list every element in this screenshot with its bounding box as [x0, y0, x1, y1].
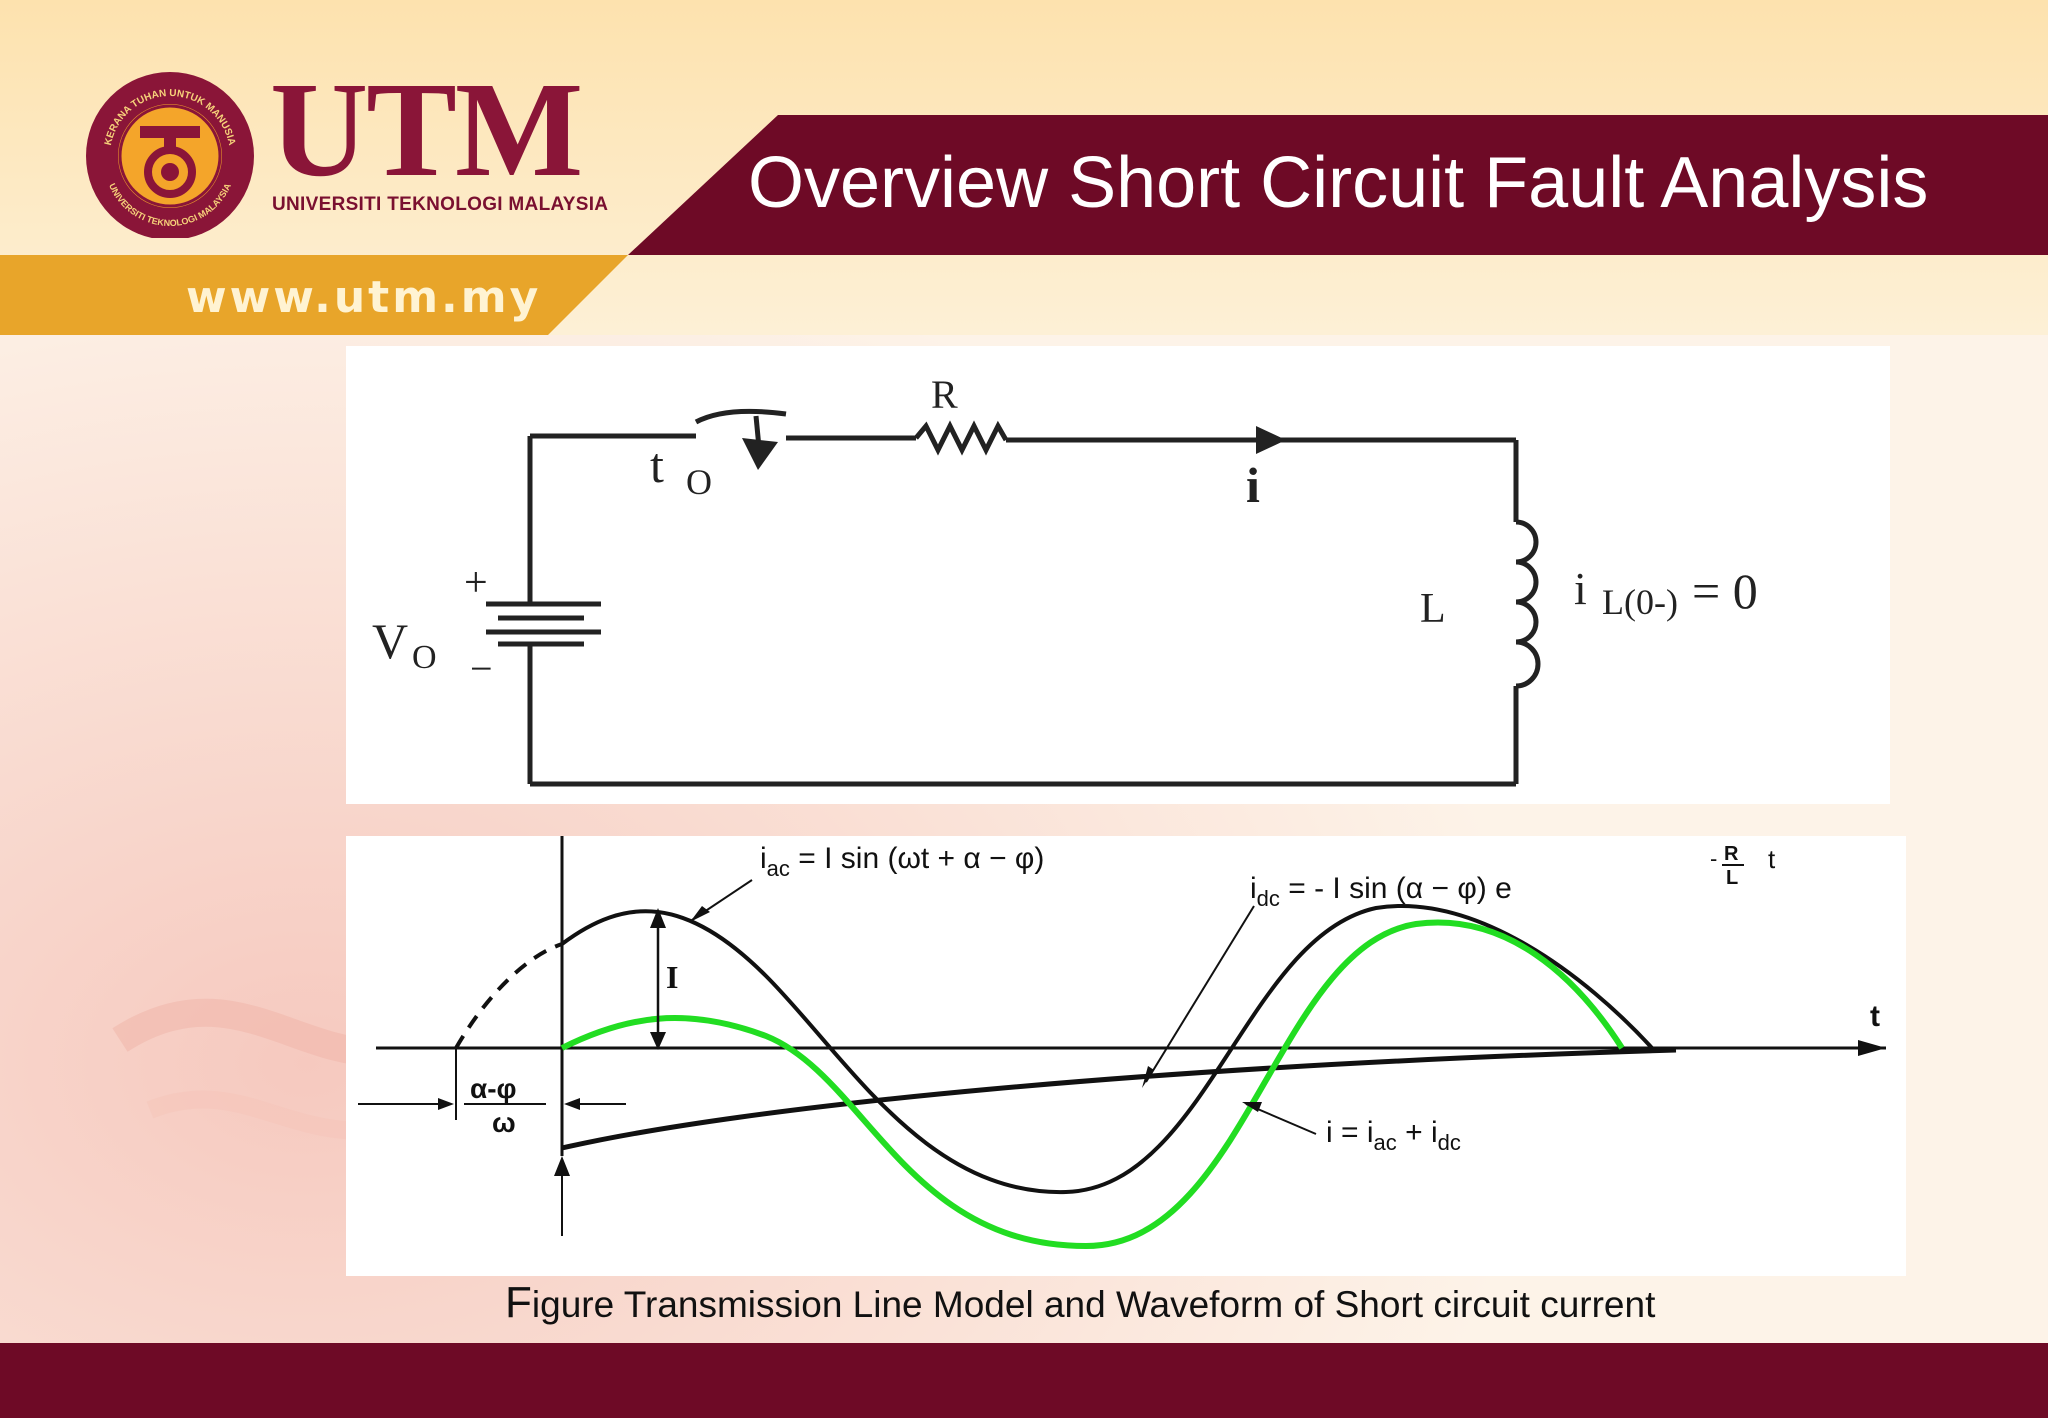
caption-initial: F [505, 1278, 532, 1327]
source-minus: − [470, 646, 493, 691]
time-axis-label: t [1870, 1000, 1880, 1033]
waveform-panel: iac = I sin (ωt + α − φ) idc = - I sin (… [346, 836, 1906, 1276]
iac-pointer-head [690, 906, 710, 922]
circuit-diagram-panel: R t O i + V O − L i L(0-) = 0 [346, 346, 1890, 804]
sum-pointer-head [1242, 1102, 1262, 1112]
source-label-sub: O [412, 639, 437, 676]
source-plus: + [464, 560, 488, 606]
idc-pointer [1145, 905, 1255, 1083]
idc-exponent-den: L [1726, 867, 1738, 889]
initial-current-eq: = 0 [1692, 563, 1758, 619]
phase-numerator: α-φ [470, 1073, 517, 1104]
initial-current-i: i [1574, 563, 1587, 614]
inductor [1515, 519, 1541, 689]
figure-caption: Figure Transmission Line Model and Wavef… [505, 1278, 1655, 1328]
iac-curve [560, 904, 1654, 1195]
utm-logo[interactable]: KERANA TUHAN UNTUK MANUSIA UNIVERSITI TE… [80, 62, 608, 238]
iac-dashed-prefault [454, 942, 563, 1049]
idc-exponent-num: R [1724, 843, 1739, 865]
resistor-label: R [931, 372, 958, 417]
utm-wordmark: UTM [270, 55, 583, 205]
time-axis-arrowhead [1858, 1040, 1886, 1056]
switch-label: t [650, 437, 664, 493]
gold-band [0, 255, 628, 335]
inductor-label: L [1420, 586, 1446, 632]
phase-denominator: ω [492, 1107, 516, 1138]
caption-text: igure Transmission Line Model and Wavefo… [531, 1284, 1656, 1325]
initial-current-sub: L(0-) [1602, 582, 1678, 622]
current-label: i [1246, 457, 1260, 513]
source-label: V [372, 613, 408, 669]
switch-arrowhead [742, 438, 778, 470]
iac-equation: iac = I sin (ωt + α − φ) [760, 842, 1044, 881]
amplitude-arrowhead-top [650, 908, 666, 928]
phase-arrowhead-right [564, 1098, 580, 1110]
total-current-curve [560, 919, 1625, 1250]
fault-instant-arrowhead [554, 1156, 570, 1176]
slide-title: Overview Short Circuit Fault Analysis [748, 143, 1929, 223]
utm-subtitle: UNIVERSITI TEKNOLOGI MALAYSIA [272, 194, 609, 215]
idc-equation: idc = - I sin (α − φ) e [1250, 872, 1512, 911]
idc-pointer-head [1142, 1066, 1154, 1088]
idc-exponent-minus: - [1710, 846, 1717, 871]
idc-curve [561, 1047, 1677, 1151]
current-arrowhead [1256, 426, 1286, 454]
amplitude-arrowhead-bottom [650, 1032, 666, 1050]
utm-seal-icon: KERANA TUHAN UNTUK MANUSIA UNIVERSITI TE… [86, 72, 254, 238]
title-ribbon [628, 115, 2048, 255]
website-link[interactable]: www.utm.my [186, 272, 542, 323]
amplitude-label: I [666, 959, 678, 995]
sum-equation: i = iac + idc [1326, 1116, 1461, 1155]
idc-exponent-t: t [1768, 844, 1776, 874]
switch-label-sub: O [686, 462, 712, 502]
switch [694, 408, 787, 425]
resistor [914, 420, 1009, 456]
footer-bar [0, 1343, 2048, 1418]
circuit-diagram: R t O i + V O − L i L(0-) = 0 [372, 372, 1758, 787]
phase-arrowhead-left [438, 1098, 454, 1110]
waveform-diagram: iac = I sin (ωt + α − φ) idc = - I sin (… [358, 836, 1886, 1250]
